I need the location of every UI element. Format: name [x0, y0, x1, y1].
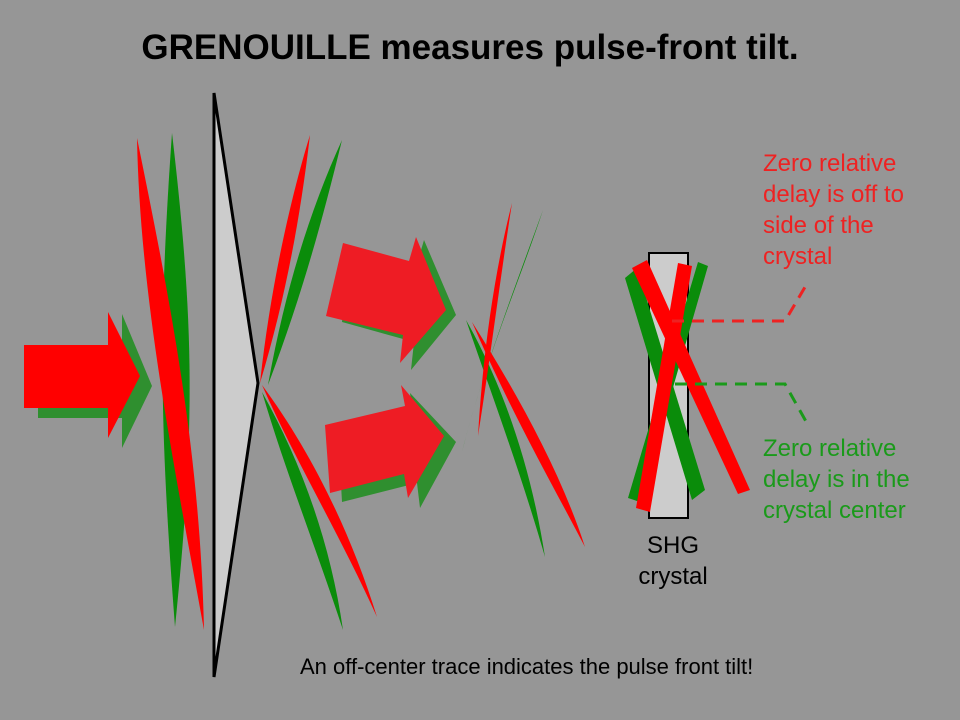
input-pulse-red [137, 138, 204, 630]
upper-pulse-red [260, 135, 310, 383]
crossing-pulse-red-a [478, 203, 512, 436]
red-annotation: Zero relative delay is off to side of th… [763, 150, 904, 270]
upper-beam-arrow-body [326, 237, 446, 363]
caption: An off-center trace indicates the pulse … [300, 654, 754, 679]
input-arrow [24, 312, 152, 448]
upper-pulse-green [268, 140, 342, 385]
lower-beam-arrow [325, 385, 456, 508]
crossing-pulses [462, 203, 585, 557]
lower-beam-arrow-body [325, 385, 444, 498]
crystal-label: SHG crystal [638, 532, 708, 590]
red-pointer-line [672, 281, 810, 323]
crystal-pulse-red-a [632, 260, 750, 494]
crystal-pulses [625, 260, 750, 512]
lower-pulse-red [262, 385, 377, 617]
input-arrow-body [24, 312, 140, 438]
green-pointer-line [675, 382, 810, 426]
fresnel-biprism [212, 92, 260, 678]
slide-title: GRENOUILLE measures pulse-front tilt. [141, 28, 799, 67]
crystal-pulse-red-b [636, 263, 692, 512]
crossing-pulse-red-b [472, 322, 585, 547]
input-pulse [137, 133, 204, 630]
split-pulses [260, 135, 377, 630]
upper-beam-arrow [326, 237, 456, 370]
lower-pulse-green [262, 392, 343, 630]
green-annotation: Zero relative delay is in the crystal ce… [763, 435, 910, 524]
